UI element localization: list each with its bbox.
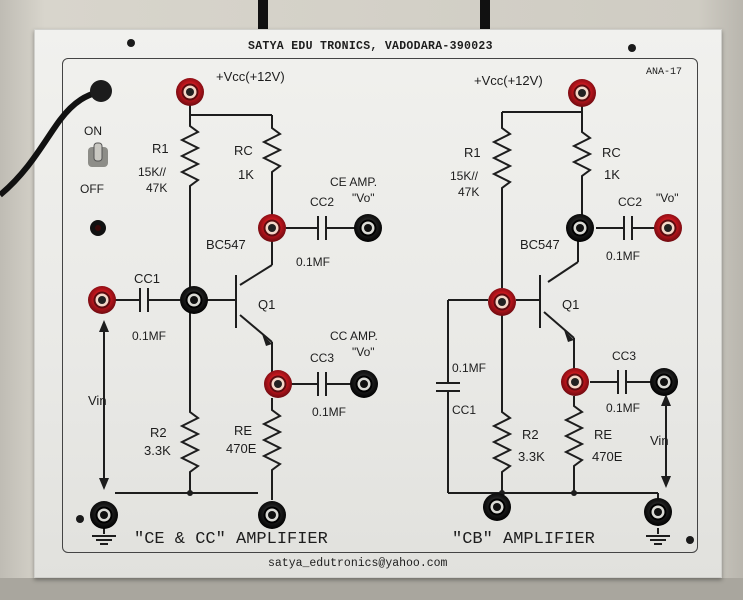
ce-ground-terminal-2[interactable]	[257, 500, 287, 530]
power-inlet	[90, 80, 112, 102]
cb-cc1-value: 0.1MF	[452, 361, 487, 375]
ce-r2-value: 3.3K	[144, 443, 171, 458]
cb-collector-terminal[interactable]	[565, 213, 595, 243]
cb-cc2-name: CC2	[618, 195, 643, 209]
ce-transistor-type: BC547	[206, 237, 246, 252]
cb-vin-arrow-down	[661, 476, 671, 488]
ce-ground-terminal[interactable]	[89, 500, 119, 530]
cb-vin-label: Vin	[650, 433, 669, 448]
cb-rc-value: 1K	[604, 167, 620, 182]
ce-r1-value-1: 15K//	[138, 165, 167, 179]
cb-vin-arrow-up	[661, 394, 671, 406]
ce-rc-name: RC	[234, 143, 253, 158]
cb-title: "CB" AMPLIFIER	[452, 530, 595, 549]
cc-output-label-1: CC AMP.	[330, 329, 378, 343]
ce-cc-title: "CE & CC" AMPLIFIER	[134, 530, 328, 549]
cb-cc3-name: CC3	[612, 349, 637, 363]
cb-r1-name: R1	[464, 145, 481, 160]
cb-r1-value-2: 47K	[458, 185, 480, 199]
ce-cc3-name: CC3	[310, 351, 335, 365]
ce-output-label-2: "Vo"	[352, 191, 375, 205]
cb-ground-terminal-2[interactable]	[643, 497, 673, 527]
cb-r2-value: 3.3K	[518, 449, 545, 464]
screw-bottom-left	[76, 515, 84, 523]
cb-wiring	[436, 96, 670, 545]
ce-vcc-label: +Vcc(+12V)	[216, 69, 285, 84]
ce-vin-label: Vin	[88, 393, 107, 408]
cb-base-terminal[interactable]	[487, 287, 517, 317]
ce-rc-value: 1K	[238, 167, 254, 182]
ce-cc2-name: CC2	[310, 195, 335, 209]
cable-top-right	[480, 0, 490, 32]
screw-top-left	[127, 39, 135, 47]
cb-r1-value-1: 15K//	[450, 169, 479, 183]
vin-arrow-down	[99, 478, 109, 490]
screw-top-right	[628, 44, 636, 52]
screw-bottom-right	[686, 536, 694, 544]
cb-transistor-type: BC547	[520, 237, 560, 252]
cb-rc-name: RC	[602, 145, 621, 160]
ce-cc2-value: 0.1MF	[296, 255, 331, 269]
switch-off-label: OFF	[80, 182, 104, 196]
cc-output-terminal[interactable]	[349, 369, 379, 399]
footer-email: satya_edutronics@yahoo.com	[268, 557, 448, 570]
vin-arrow-up	[99, 320, 109, 332]
cb-emitter-terminal[interactable]	[560, 367, 590, 397]
cb-cc1-name: CC1	[452, 403, 477, 417]
ce-transistor-name: Q1	[258, 297, 276, 312]
ce-emitter-arrow	[262, 334, 272, 346]
ce-input-terminal[interactable]	[87, 285, 117, 315]
cb-transistor-name: Q1	[562, 297, 580, 312]
cb-re-name: RE	[594, 427, 613, 442]
cb-cc2-value: 0.1MF	[606, 249, 641, 263]
ce-re-value: 470E	[226, 441, 257, 456]
cb-output-label: "Vo"	[656, 191, 679, 205]
panel-border	[62, 58, 698, 553]
ce-r2-name: R2	[150, 425, 167, 440]
power-switch[interactable]	[88, 142, 108, 167]
ce-cc1-name: CC1	[134, 271, 161, 286]
ce-base-terminal[interactable]	[179, 285, 209, 315]
wall-ledge	[0, 578, 743, 600]
cb-ground-terminal[interactable]	[482, 492, 512, 522]
ce-re-name: RE	[234, 423, 253, 438]
model-label: ANA-17	[646, 67, 683, 78]
cb-r2-name: R2	[522, 427, 539, 442]
cc-output-label-2: "Vo"	[352, 345, 375, 359]
ce-cc3-value: 0.1MF	[312, 405, 347, 419]
ce-r1-name: R1	[152, 141, 169, 156]
ce-cc1-value: 0.1MF	[132, 329, 167, 343]
cb-vcc-terminal[interactable]	[567, 78, 597, 108]
ce-emitter-terminal[interactable]	[263, 369, 293, 399]
cb-output-terminal[interactable]	[653, 213, 683, 243]
ce-output-label-1: CE AMP.	[330, 175, 378, 189]
ce-r1-value-2: 47K	[146, 181, 168, 195]
cb-emitter-arrow	[564, 330, 574, 342]
power-cord	[0, 89, 99, 198]
cb-input-terminal[interactable]	[649, 367, 679, 397]
ce-output-terminal[interactable]	[353, 213, 383, 243]
ce-collector-terminal[interactable]	[257, 213, 287, 243]
ce-vcc-terminal[interactable]	[175, 77, 205, 107]
cb-cc3-value: 0.1MF	[606, 401, 641, 415]
ce-cc-wiring	[92, 92, 356, 545]
switch-on-label: ON	[84, 124, 102, 138]
panel-header: SATYA EDU TRONICS, VADODARA-390023	[248, 40, 493, 53]
cb-re-value: 470E	[592, 449, 623, 464]
cable-top-left	[258, 0, 268, 32]
cb-vcc-label: +Vcc(+12V)	[474, 73, 543, 88]
